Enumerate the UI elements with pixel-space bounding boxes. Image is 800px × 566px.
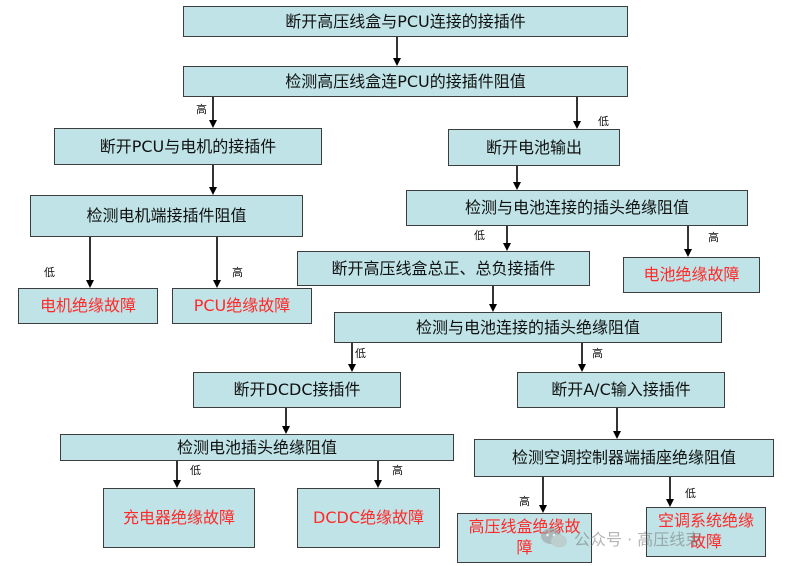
branch-label-high: 高	[592, 347, 603, 360]
watermark: 公众号 · 高压线束	[540, 523, 785, 553]
branch-label-low: 低	[355, 347, 366, 360]
fault-battery-insulation: 电池绝缘故障	[623, 257, 760, 293]
fault-dcdc-insulation: DCDC绝缘故障	[297, 488, 440, 548]
node-measure-ac-controller-socket: 检测空调控制器端插座绝缘阻值	[474, 439, 774, 477]
watermark-text: 公众号 · 高压线束	[574, 530, 702, 549]
node-disconnect-dcdc: 断开DCDC接插件	[193, 372, 401, 408]
fault-pcu-insulation: PCU绝缘故障	[172, 288, 312, 324]
branch-label-high: 高	[708, 231, 719, 244]
node-disconnect-junction-pcu: 断开高压线盒与PCU连接的接插件	[183, 6, 628, 37]
node-disconnect-battery-output: 断开电池输出	[448, 129, 620, 166]
node-measure-battery-plug-insulation-2: 检测与电池连接的插头绝缘阻值	[334, 312, 722, 343]
branch-label-low: 低	[474, 229, 485, 242]
branch-label-high: 高	[196, 103, 207, 116]
fault-charger-insulation: 充电器绝缘故障	[103, 488, 255, 548]
wechat-icon	[540, 527, 568, 549]
node-disconnect-junction-main-pos-neg: 断开高压线盒总正、总负接插件	[297, 251, 590, 286]
branch-label-high: 高	[392, 464, 403, 477]
branch-label-low: 低	[190, 464, 201, 477]
node-disconnect-pcu-motor: 断开PCU与电机的接插件	[54, 128, 322, 165]
node-measure-battery-plug-insulation-1: 检测与电池连接的插头绝缘阻值	[406, 190, 748, 226]
fault-junction-box-insulation: 高压线盒绝缘故障	[457, 513, 592, 563]
fault-motor-insulation: 电机绝缘故障	[18, 288, 158, 324]
branch-label-high: 高	[519, 495, 530, 508]
branch-label-high: 高	[232, 266, 243, 279]
node-measure-junction-pcu-resistance: 检测高压线盒连PCU的接插件阻值	[183, 66, 628, 97]
node-measure-motor-connector: 检测电机端接插件阻值	[30, 195, 303, 237]
node-measure-battery-plug-insulation-3: 检测电池插头绝缘阻值	[60, 434, 454, 461]
node-disconnect-ac-input: 断开A/C输入接插件	[517, 372, 725, 408]
branch-label-low: 低	[685, 487, 696, 500]
branch-label-low: 低	[598, 115, 609, 128]
fault-ac-system-insulation: 空调系统绝缘故障	[646, 507, 766, 557]
branch-label-low: 低	[44, 266, 55, 279]
